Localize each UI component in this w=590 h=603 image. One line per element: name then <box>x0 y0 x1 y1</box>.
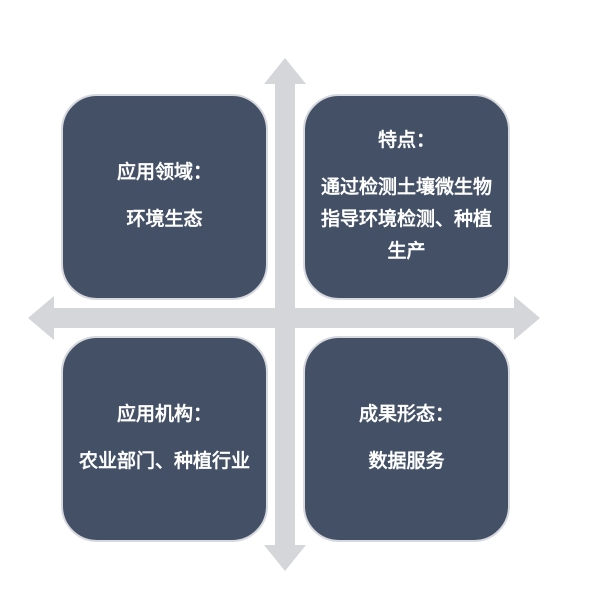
quadrant-features: 特点： 通过检测土壤微生物指导环境检测、种植生产 <box>303 94 510 300</box>
quadrant-body: 通过检测土壤微生物指导环境检测、种植生产 <box>320 176 492 262</box>
quadrant-body: 数据服务 <box>368 450 445 472</box>
quadrant-body: 农业部门、种植行业 <box>78 450 250 472</box>
quadrant-application-institutions: 应用机构： 农业部门、种植行业 <box>61 336 268 542</box>
quadrant-body: 环境生态 <box>126 208 203 230</box>
quadrant-title: 特点： <box>377 129 435 151</box>
quadrant-title: 应用机构： <box>116 403 212 425</box>
horizontal-arrow <box>28 296 540 340</box>
quadrant-title: 成果形态： <box>358 403 454 425</box>
quadrant-title: 应用领域： <box>116 161 212 183</box>
quadrant-result-form: 成果形态： 数据服务 <box>303 336 510 542</box>
quadrant-application-field: 应用领域： 环境生态 <box>61 94 268 300</box>
